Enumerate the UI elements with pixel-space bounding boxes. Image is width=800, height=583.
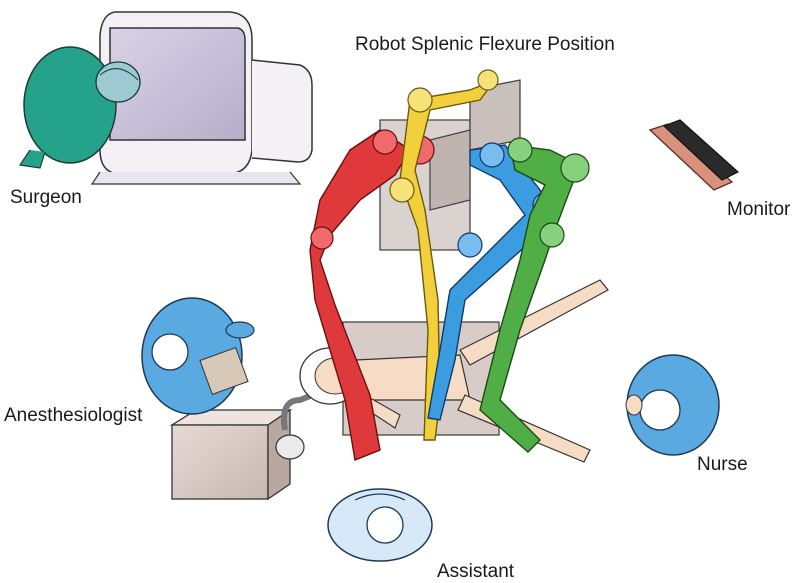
nurse-figure [625,354,720,456]
anesthesiologist-label: Anesthesiologist [4,405,143,426]
assistant-figure [327,488,433,562]
diagram-title: Robot Splenic Flexure Position [355,34,615,55]
anesthesiologist-figure [141,297,255,415]
assistant-label: Assistant [437,561,515,582]
nurse-label: Nurse [697,454,748,475]
surgeon-label: Surgeon [10,187,82,208]
surgeon-console [90,11,313,185]
surgeon-figure [18,46,141,169]
robot-arm-yellow [389,69,499,441]
monitor-device [648,119,740,191]
robot-arm-green [479,137,590,453]
monitor-label: Monitor [727,199,791,220]
